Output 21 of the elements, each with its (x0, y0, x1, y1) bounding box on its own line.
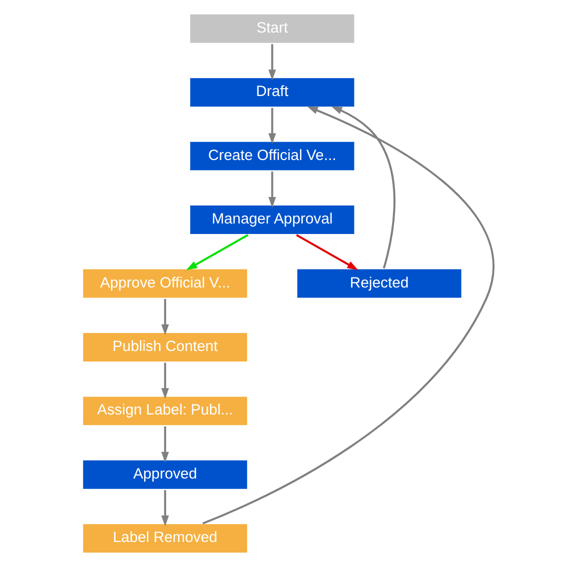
node-box: Publish Content (82, 332, 248, 363)
arrow (161, 362, 169, 399)
node-box: Label Removed (82, 522, 248, 554)
arrow (161, 299, 169, 336)
node-box: Create Official Ve... (188, 140, 356, 172)
node-box: Assign Label: Publ... (82, 395, 248, 427)
node-box: Start (188, 13, 356, 44)
node-box: Approve Official V... (82, 268, 248, 300)
arrow (202, 106, 494, 524)
arrow (331, 106, 396, 269)
arrow (268, 44, 276, 80)
node-box: Manager Approval (188, 204, 356, 236)
arrow (268, 172, 276, 208)
arrow (296, 234, 358, 270)
node-box: Approved (82, 459, 248, 490)
arrow (186, 234, 248, 270)
node-box: Draft (188, 76, 356, 108)
arrow (268, 108, 276, 144)
arrow (161, 490, 169, 526)
node-box: Rejected (296, 268, 463, 300)
arrow (161, 426, 169, 463)
